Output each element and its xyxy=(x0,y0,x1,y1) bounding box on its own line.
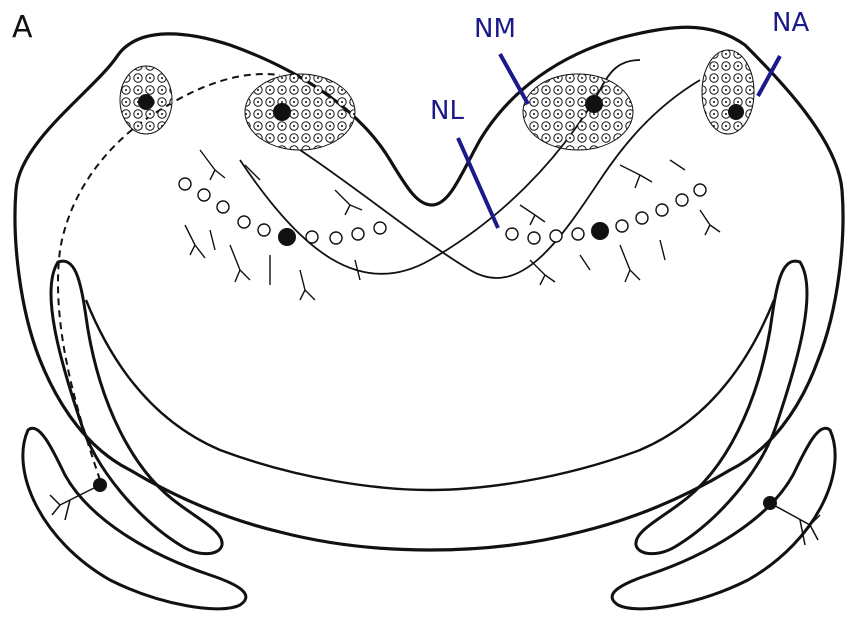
na-label: NA xyxy=(772,8,809,38)
right-root-dendrites xyxy=(770,503,820,545)
crossing-fiber-a xyxy=(300,80,700,278)
nl-label: NL xyxy=(430,96,464,126)
right-nm-neuron xyxy=(585,95,603,113)
left-nm-neuron xyxy=(273,103,291,121)
left-nl-neuron xyxy=(278,228,296,246)
right-nm-cluster xyxy=(523,74,633,150)
left-nm-cluster xyxy=(245,74,355,150)
nm-label: NM xyxy=(474,14,516,44)
right-na-cluster xyxy=(702,50,754,134)
panel-letter: A xyxy=(12,10,33,45)
nl-pointer xyxy=(458,138,498,228)
right-nl-neuron xyxy=(591,222,609,240)
right-na-neuron xyxy=(728,104,744,120)
floor-line xyxy=(86,300,774,490)
left-na-neuron xyxy=(138,94,154,110)
